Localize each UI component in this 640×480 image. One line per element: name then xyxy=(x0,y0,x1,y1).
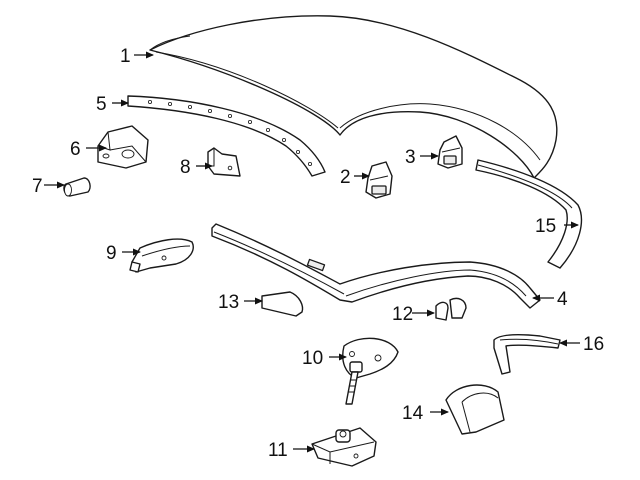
part-3-latch xyxy=(437,135,463,169)
part-5-front-rail xyxy=(127,95,326,177)
part-13-pad xyxy=(261,291,304,317)
callout-10: 10 xyxy=(302,348,323,369)
callout-leaders xyxy=(44,51,580,453)
callout-5: 5 xyxy=(96,94,107,115)
part-12-clips xyxy=(435,297,467,321)
callout-7: 7 xyxy=(32,176,43,197)
callout-8: 8 xyxy=(180,157,191,178)
part-4-side-rail xyxy=(211,223,541,309)
part-6-hinge-block xyxy=(97,125,149,169)
part-14-cover-cap xyxy=(445,384,505,435)
part-10-motor-bracket xyxy=(342,337,399,405)
callout-2: 2 xyxy=(340,167,351,188)
part-9-hinge-arm xyxy=(129,238,194,273)
callout-9: 9 xyxy=(106,243,117,264)
callout-13: 13 xyxy=(218,292,239,313)
callout-14: 14 xyxy=(402,403,424,424)
callout-11: 11 xyxy=(268,440,288,461)
part-2-latch xyxy=(365,161,393,199)
callout-4: 4 xyxy=(557,289,568,310)
callout-15: 15 xyxy=(535,216,556,237)
part-15-weatherstrip xyxy=(475,159,583,269)
callout-1: 1 xyxy=(120,46,131,67)
callout-6: 6 xyxy=(70,139,81,160)
callout-16: 16 xyxy=(583,334,604,355)
part-11-motor-base xyxy=(311,427,377,467)
part-1-roof-panel xyxy=(149,15,558,179)
part-8-bracket xyxy=(207,147,241,177)
callout-12: 12 xyxy=(392,304,413,325)
part-7-plug xyxy=(63,177,91,197)
callout-3: 3 xyxy=(405,147,416,168)
part-16-corner-trim xyxy=(493,334,561,375)
callout-labels: 1 5 6 7 8 2 3 15 4 9 13 12 16 10 14 11 xyxy=(32,46,604,461)
